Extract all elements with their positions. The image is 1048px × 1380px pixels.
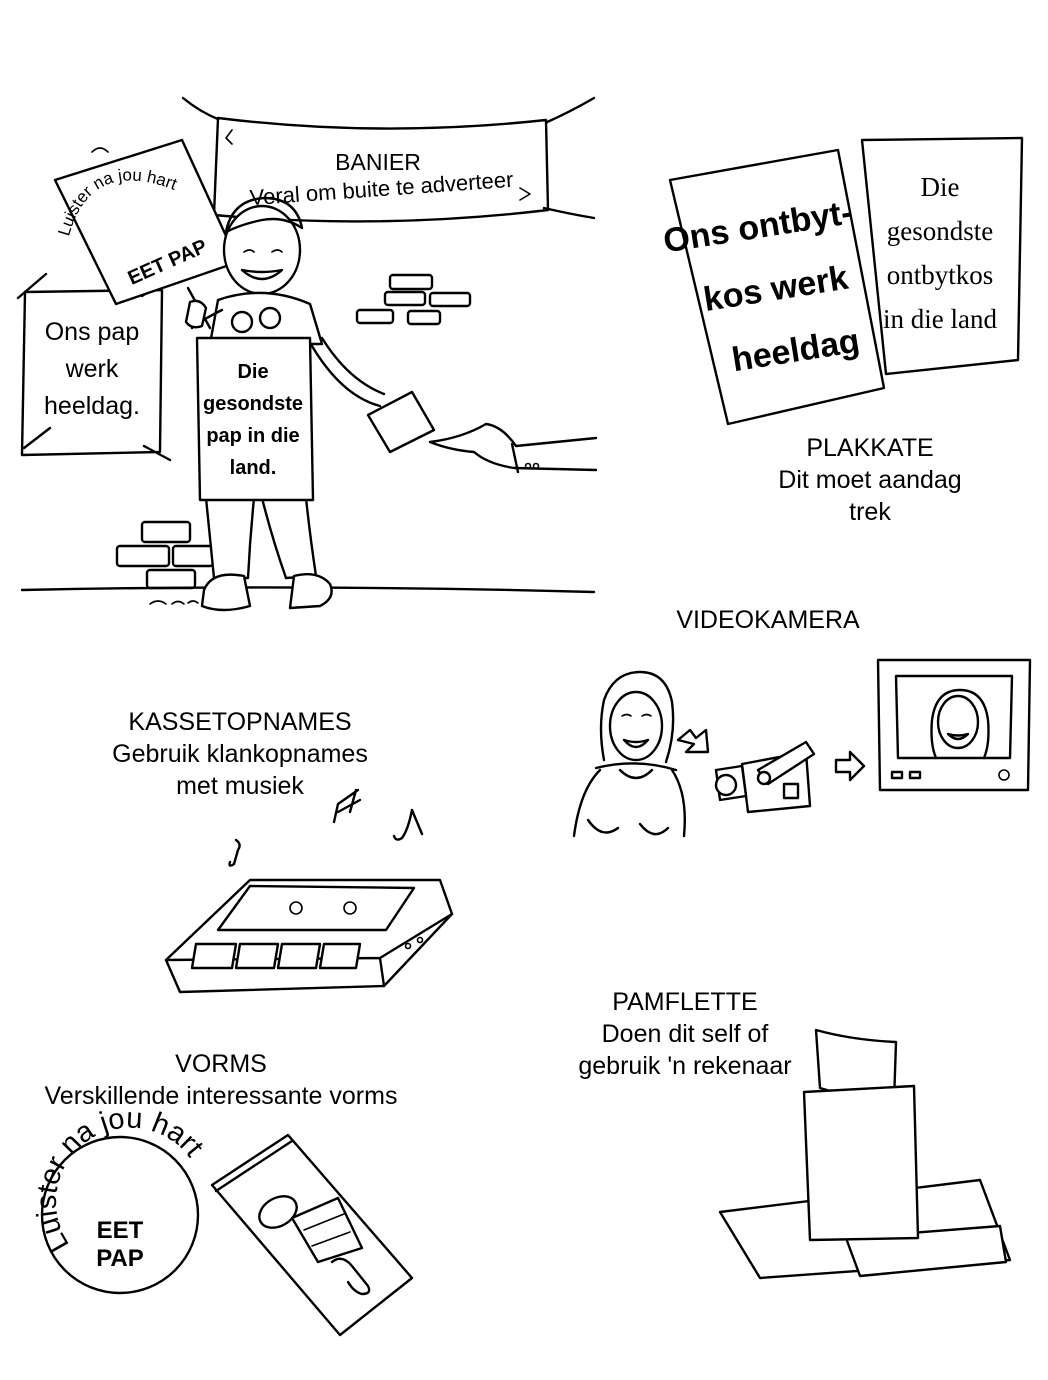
kassetopnames-line-2: met musiek bbox=[176, 772, 304, 800]
ground-pebbles bbox=[149, 600, 199, 605]
cassette-recorder-illustration bbox=[164, 788, 454, 994]
videokamera-title: VIDEOKAMERA bbox=[676, 606, 860, 634]
poster-back-line-1: Die bbox=[921, 172, 960, 202]
sandwich-board-line-3: pap in die bbox=[206, 425, 299, 447]
music-note-icon bbox=[392, 808, 424, 841]
boy-figure bbox=[184, 196, 386, 612]
plakkate-line-1: Dit moet aandag bbox=[778, 466, 962, 494]
round-badge: Luister na jou hart EET PAP bbox=[31, 1102, 210, 1295]
video-camera-illustration bbox=[572, 658, 1032, 838]
arrow-icon bbox=[676, 728, 710, 754]
pamflette-title: PAMFLETTE bbox=[612, 988, 758, 1016]
kassetopnames-line-1: Gebruik klankopnames bbox=[112, 740, 368, 768]
sandwich-board-line-1: Die bbox=[237, 361, 268, 383]
wall-poster-line-2: werk bbox=[65, 355, 119, 383]
pamflette-line-1: Doen dit self of bbox=[601, 1020, 769, 1048]
wall-poster-line-1: Ons pap bbox=[45, 318, 140, 346]
woman-hair bbox=[599, 670, 675, 764]
cassette-window bbox=[216, 884, 416, 932]
boy-right-shoe bbox=[288, 573, 333, 610]
kassetopnames-title: KASSETOPNAMES bbox=[128, 708, 352, 736]
brick-cluster-left bbox=[115, 520, 215, 590]
brick-cluster-right bbox=[355, 273, 472, 326]
posters-illustration: Die gesondste ontbytkos in die land Ons … bbox=[661, 136, 1024, 426]
camcorder-icon bbox=[714, 740, 816, 814]
arrow-icon bbox=[834, 750, 866, 782]
pamflette-line-2: gebruik 'n rekenaar bbox=[578, 1052, 792, 1080]
banner-scene: BANIER Veral om buite te adverteer Ons p… bbox=[16, 96, 598, 612]
handed-flyer bbox=[366, 390, 436, 454]
badge-line-1: EET bbox=[97, 1217, 144, 1244]
poster-back bbox=[860, 136, 1024, 376]
sandwich-board-line-4: land. bbox=[230, 457, 277, 479]
banner-rope-right bbox=[543, 96, 596, 125]
vorms-subtitle: Verskillende interessante vorms bbox=[44, 1082, 398, 1110]
placard-sign: Luister na jou hart EET PAP bbox=[53, 138, 240, 330]
vorms-caption: VORMS Verskillende interessante vorms bbox=[6, 1048, 436, 1112]
wall-poster-left: Ons pap werk heeldag. bbox=[16, 272, 172, 462]
music-note-icon bbox=[228, 838, 241, 867]
pamphlet-illustration bbox=[718, 1028, 1012, 1280]
safety-pin-icon bbox=[330, 1257, 371, 1296]
poster-back-line-4: in die land bbox=[883, 304, 997, 334]
banner-folds bbox=[225, 129, 531, 201]
plakkate-line-2: trek bbox=[849, 498, 891, 526]
reaching-hand bbox=[428, 422, 598, 474]
videokamera-caption: VIDEOKAMERA bbox=[618, 604, 918, 636]
sandwich-board: Die gesondste pap in die land. bbox=[195, 336, 315, 502]
sandwich-board-line-2: gesondste bbox=[203, 393, 303, 415]
poster-back-line-3: ontbytkos bbox=[887, 260, 994, 290]
vorms-title: VORMS bbox=[175, 1050, 267, 1078]
plakkate-caption: PLAKKATE Dit moet aandag trek bbox=[720, 432, 1020, 528]
poster-front bbox=[668, 148, 886, 426]
banner-title: BANIER bbox=[335, 149, 421, 175]
plakkate-title: PLAKKATE bbox=[806, 434, 934, 462]
wall-top-line bbox=[542, 206, 596, 220]
kassetopnames-caption: KASSETOPNAMES Gebruik klankopnames met m… bbox=[60, 706, 420, 802]
badge-pin-card bbox=[210, 1133, 414, 1337]
badge-line-2: PAP bbox=[96, 1245, 144, 1272]
boy-hair bbox=[224, 196, 304, 234]
tv-icon bbox=[876, 658, 1032, 792]
boy-left-shoe bbox=[200, 573, 252, 612]
wall-poster-line-3: heeldag. bbox=[44, 392, 140, 420]
music-note-icon bbox=[332, 788, 362, 824]
poster-back-line-2: gesondste bbox=[887, 216, 994, 246]
pamflette-caption: PAMFLETTE Doen dit self of gebruik 'n re… bbox=[540, 986, 830, 1082]
woman-figure bbox=[572, 670, 686, 838]
cassette-buttons bbox=[190, 942, 362, 970]
banner-rope-left bbox=[181, 96, 222, 122]
